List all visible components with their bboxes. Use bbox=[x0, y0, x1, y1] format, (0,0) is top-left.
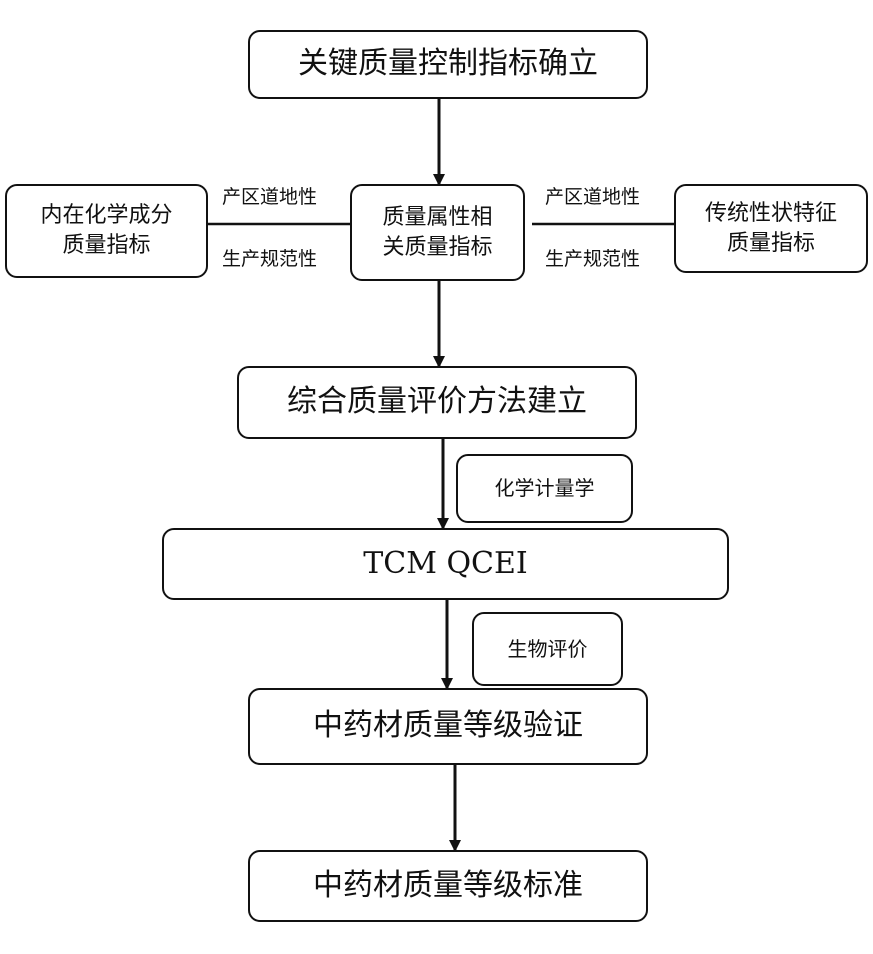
node-comprehensive-eval-label: 综合质量评价方法建立 bbox=[287, 384, 587, 420]
node-inner-chemical-line-1: 内在化学成分 bbox=[40, 203, 173, 229]
node-chemometrics-label: 化学计量学 bbox=[494, 476, 595, 500]
edge-label-right-top: 产区道地性 bbox=[545, 186, 641, 208]
edge-label-right-bottom: 生产规范性 bbox=[545, 248, 641, 270]
node-key-indicators: 关键质量控制指标确立 bbox=[248, 30, 648, 99]
edge-label-left-bottom: 生产规范性 bbox=[222, 248, 318, 270]
edge-label-left-top: 产区道地性 bbox=[222, 186, 318, 208]
node-traditional-traits: 传统性状特征 质量指标 bbox=[674, 184, 868, 273]
node-quality-attribute-text: 质量属性相 关质量指标 bbox=[382, 203, 492, 262]
node-tcm-qcei: TCM QCEI bbox=[162, 528, 729, 600]
node-bio-eval-label: 生物评价 bbox=[507, 636, 588, 661]
node-grade-standard-label: 中药材质量等级标准 bbox=[313, 867, 583, 903]
node-quality-attribute-line-1: 质量属性相 bbox=[382, 204, 493, 230]
node-inner-chemical-line-2: 质量指标 bbox=[62, 233, 151, 258]
node-inner-chemical: 内在化学成分 质量指标 bbox=[5, 184, 208, 278]
node-tcm-qcei-label: TCM QCEI bbox=[363, 545, 528, 581]
node-quality-attribute: 质量属性相 关质量指标 bbox=[350, 184, 525, 281]
node-comprehensive-eval: 综合质量评价方法建立 bbox=[237, 366, 637, 439]
node-grade-standard: 中药材质量等级标准 bbox=[248, 850, 648, 922]
node-bio-eval: 生物评价 bbox=[472, 612, 623, 686]
node-key-indicators-label: 关键质量控制指标确立 bbox=[298, 46, 598, 82]
node-traditional-traits-line-2: 质量指标 bbox=[726, 230, 815, 256]
node-traditional-traits-line-1: 传统性状特征 bbox=[704, 200, 837, 226]
node-inner-chemical-text: 内在化学成分 质量指标 bbox=[40, 201, 172, 260]
node-grade-verification-label: 中药材质量等级验证 bbox=[313, 708, 583, 744]
node-grade-verification: 中药材质量等级验证 bbox=[248, 688, 648, 765]
node-quality-attribute-line-2: 关质量指标 bbox=[382, 234, 493, 260]
node-chemometrics: 化学计量学 bbox=[456, 454, 633, 523]
node-traditional-traits-text: 传统性状特征 质量指标 bbox=[705, 199, 837, 258]
